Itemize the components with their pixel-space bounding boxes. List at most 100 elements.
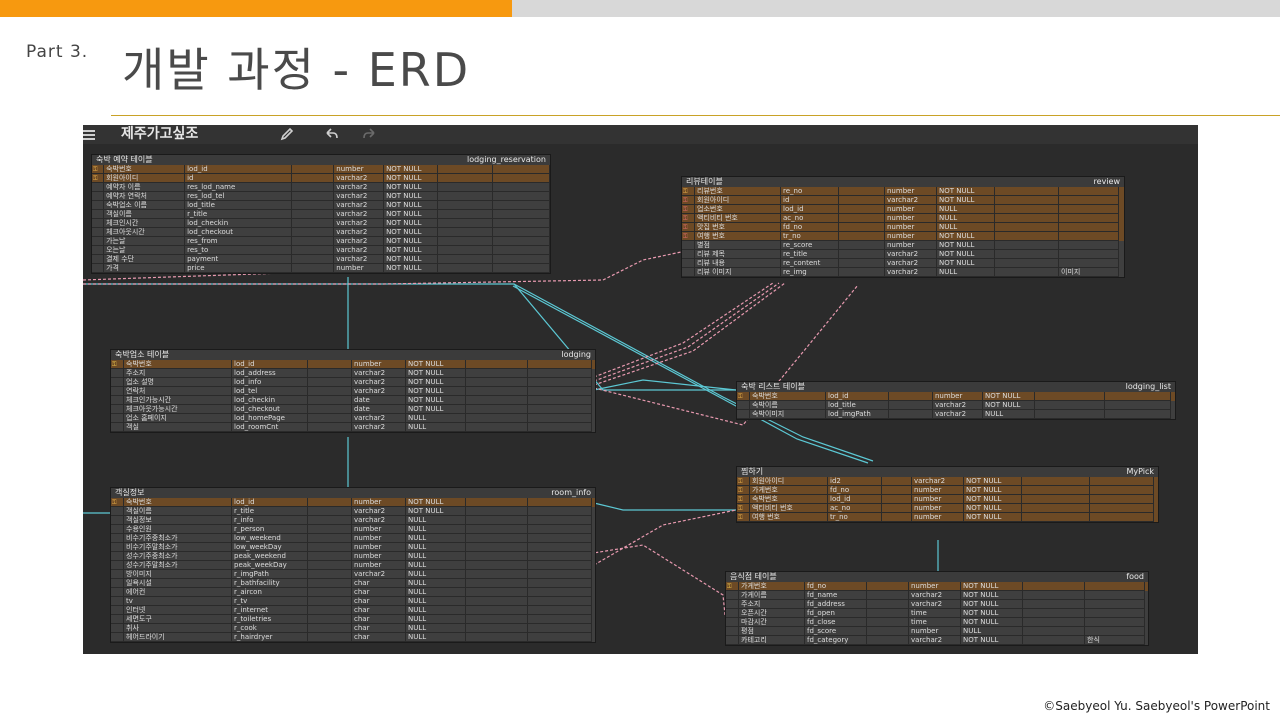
redo-icon[interactable]	[362, 127, 378, 142]
column-logical-name: 오는날	[104, 246, 186, 255]
domain-placeholder	[839, 187, 885, 196]
column-nullability: NOT NULL	[384, 165, 438, 174]
column-type: number	[352, 534, 406, 543]
domain-placeholder	[308, 597, 352, 606]
domain-placeholder	[308, 624, 352, 633]
column-type: char	[352, 615, 406, 624]
pencil-icon[interactable]	[279, 127, 295, 142]
project-title[interactable]: 제주가고싶조	[121, 126, 199, 142]
column-comment	[492, 264, 550, 273]
table-physical-name: lodging_reservation	[466, 155, 546, 164]
column-logical-name: 방이미지	[124, 570, 232, 579]
column-logical-name: 일욕시설	[124, 579, 232, 588]
default-placeholder	[466, 579, 528, 588]
domain-placeholder	[308, 561, 352, 570]
undo-icon[interactable]	[323, 127, 339, 142]
column-type: char	[352, 606, 406, 615]
menu-icon[interactable]	[83, 129, 95, 140]
column-nullability: NOT NULL	[964, 504, 1022, 513]
column-type: number	[885, 241, 937, 250]
domain-placeholder	[839, 205, 885, 214]
column-comment	[1059, 223, 1119, 232]
column-type: varchar2	[352, 423, 406, 432]
domain-placeholder	[308, 423, 352, 432]
column-physical-name: r_hairdryer	[232, 633, 308, 642]
column-comment	[1085, 609, 1145, 618]
column-logical-name: tv	[124, 597, 232, 606]
column-nullability: NULL	[406, 525, 466, 534]
column-nullability: NULL	[406, 561, 466, 570]
default-placeholder	[437, 228, 493, 237]
